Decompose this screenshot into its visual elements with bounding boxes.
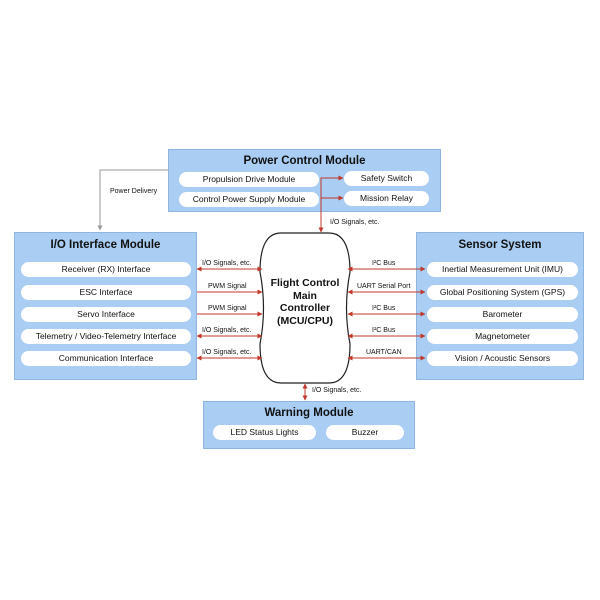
sensor-link-label: I²C Bus — [372, 327, 396, 334]
telemetry-interface: Telemetry / Video-Telemetry Interface — [21, 329, 191, 344]
vision-acoustic-sensor: Vision / Acoustic Sensors — [427, 351, 578, 366]
receiver-interface: Receiver (RX) Interface — [21, 262, 191, 277]
magnetometer-sensor: Magnetometer — [427, 329, 578, 344]
sensor-link-label: UART Serial Port — [357, 283, 411, 290]
led-status-lights: LED Status Lights — [213, 425, 316, 440]
flight-controller-label: Flight Control Main Controller (MCU/CPU) — [259, 277, 351, 327]
gps-sensor: Global Positioning System (GPS) — [427, 285, 578, 300]
buzzer: Buzzer — [326, 425, 404, 440]
control-power-supply-module: Control Power Supply Module — [179, 192, 319, 207]
controller-line: Flight Control — [270, 277, 340, 289]
io-module-title: I/O Interface Module — [50, 239, 161, 251]
power-link-label: I/O Signals, etc. — [330, 219, 380, 226]
io-link-label: PWM Signal — [208, 305, 247, 312]
barometer-sensor: Barometer — [427, 307, 578, 322]
communication-interface: Communication Interface — [21, 351, 191, 366]
safety-switch: Safety Switch — [344, 171, 429, 186]
propulsion-drive-module: Propulsion Drive Module — [179, 172, 319, 187]
esc-interface: ESC Interface — [21, 285, 191, 300]
controller-line: Main — [293, 289, 317, 302]
warning-module-title: Warning Module — [264, 407, 354, 419]
warning-link-label: I/O Signals, etc. — [312, 387, 362, 394]
sensor-link-label: I²C Bus — [372, 260, 396, 267]
sensor-module-title: Sensor System — [458, 239, 542, 251]
io-link-label: I/O Signals, etc. — [202, 327, 252, 334]
power-delivery-arrow — [97, 169, 168, 231]
imu-sensor: Inertial Measurement Unit (IMU) — [427, 262, 578, 277]
sensor-link-label: UART/CAN — [366, 349, 402, 356]
flight-controller: Flight Control Main Controller (MCU/CPU) — [259, 232, 351, 384]
flight-controller-shape — [259, 232, 351, 384]
power-delivery-label: Power Delivery — [110, 188, 158, 195]
io-link-label: I/O Signals, etc. — [202, 349, 252, 356]
power-module-title: Power Control Module — [243, 155, 366, 167]
sensor-link-label: I²C Bus — [372, 305, 396, 312]
controller-line: Controller — [279, 302, 331, 314]
mission-relay: Mission Relay — [344, 191, 429, 206]
io-link-label: I/O Signals, etc. — [202, 260, 252, 267]
servo-interface: Servo Interface — [21, 307, 191, 322]
controller-line: (MCU/CPU) — [277, 314, 333, 327]
io-link-label: PWM Signal — [208, 283, 247, 290]
